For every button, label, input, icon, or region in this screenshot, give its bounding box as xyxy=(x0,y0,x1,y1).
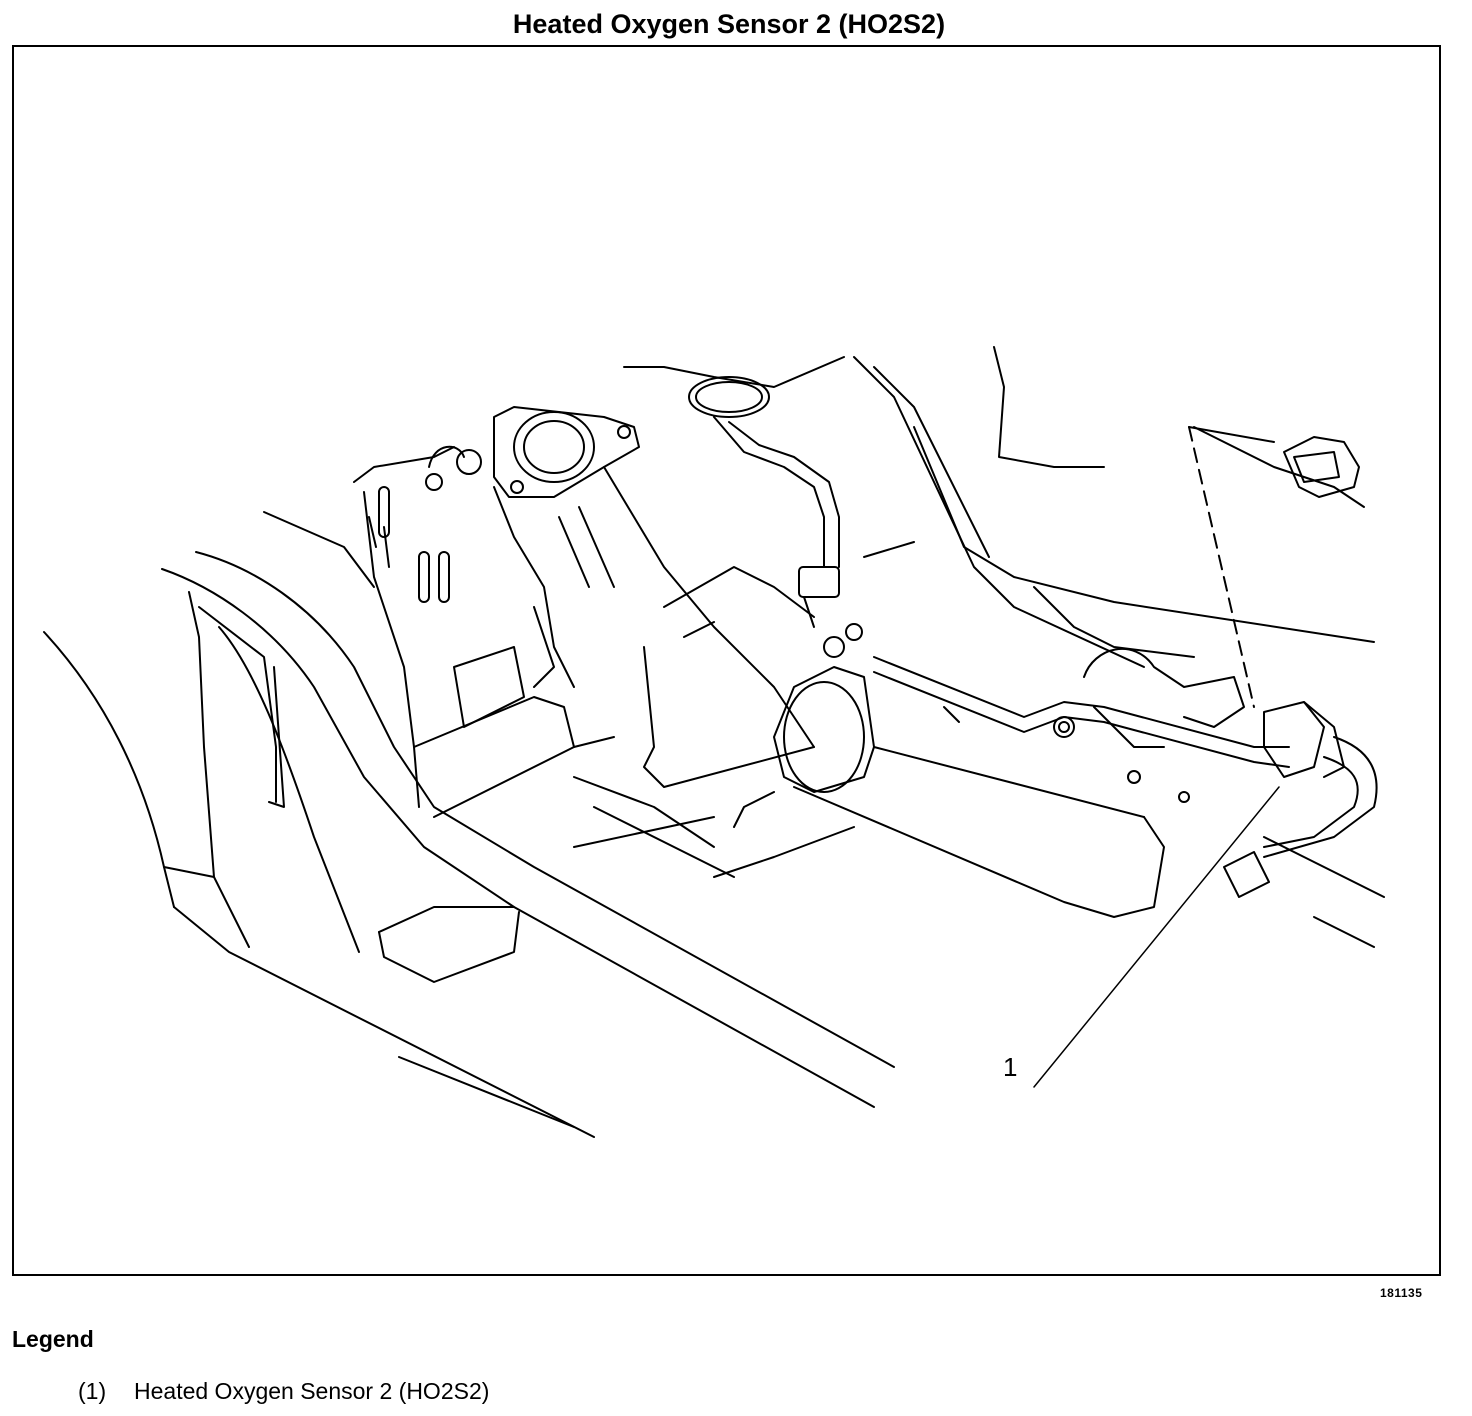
inner-panel xyxy=(353,445,615,818)
diagram-frame xyxy=(12,45,1441,1276)
figure-id: 181135 xyxy=(1380,1286,1423,1300)
legend-heading: Legend xyxy=(12,1326,94,1352)
legend-item-label: Heated Oxygen Sensor 2 (HO2S2) xyxy=(134,1378,490,1404)
front-exhaust-pipe xyxy=(493,406,815,788)
catalytic-converter xyxy=(733,666,1165,918)
diagram-title: Heated Oxygen Sensor 2 (HO2S2) xyxy=(512,9,946,39)
sensor-connector xyxy=(1033,701,1378,1088)
legend-item-number: (1) xyxy=(78,1378,107,1404)
rear-rails xyxy=(573,346,1385,948)
connector-detail xyxy=(1188,426,1360,708)
muffler-clamps xyxy=(943,648,1245,803)
legend-item: (1) Heated Oxygen Sensor 2 (HO2S2) xyxy=(78,1378,489,1405)
upstream-harness xyxy=(688,376,863,658)
fender-outline xyxy=(43,511,895,1138)
callout-label: 1 xyxy=(1003,1052,1018,1082)
exhaust-system-drawing xyxy=(43,346,1385,1138)
